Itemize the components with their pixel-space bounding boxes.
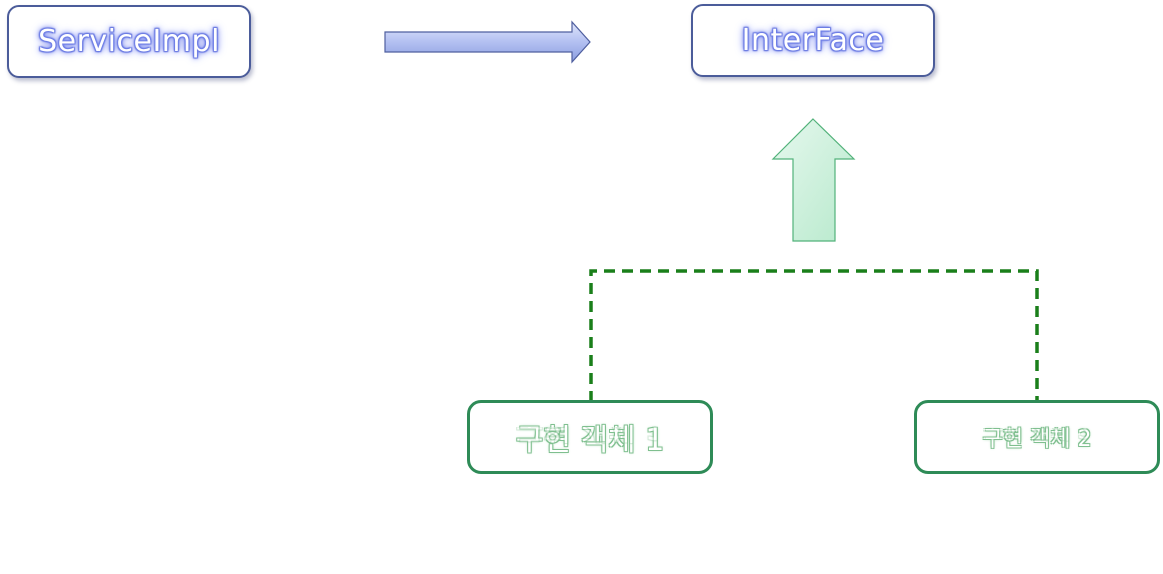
arrow-right-icon <box>384 20 591 64</box>
impl-object-2-box: 구현 객체 2 구현 객체 2 <box>914 400 1160 474</box>
interface-label: InterFace <box>741 23 885 58</box>
arrow-up-icon <box>771 118 856 242</box>
impl-object-1-label: 구현 객체 1 구현 객체 1 <box>515 423 665 458</box>
interface-box: InterFace <box>691 4 935 77</box>
service-impl-box: ServiceImpl <box>7 5 251 78</box>
impl-object-2-label: 구현 객체 2 구현 객체 2 <box>982 427 1092 452</box>
impl-object-1-box: 구현 객체 1 구현 객체 1 <box>467 400 713 474</box>
inheritance-dashed-connector <box>589 269 1039 402</box>
service-impl-label: ServiceImpl <box>38 24 220 59</box>
